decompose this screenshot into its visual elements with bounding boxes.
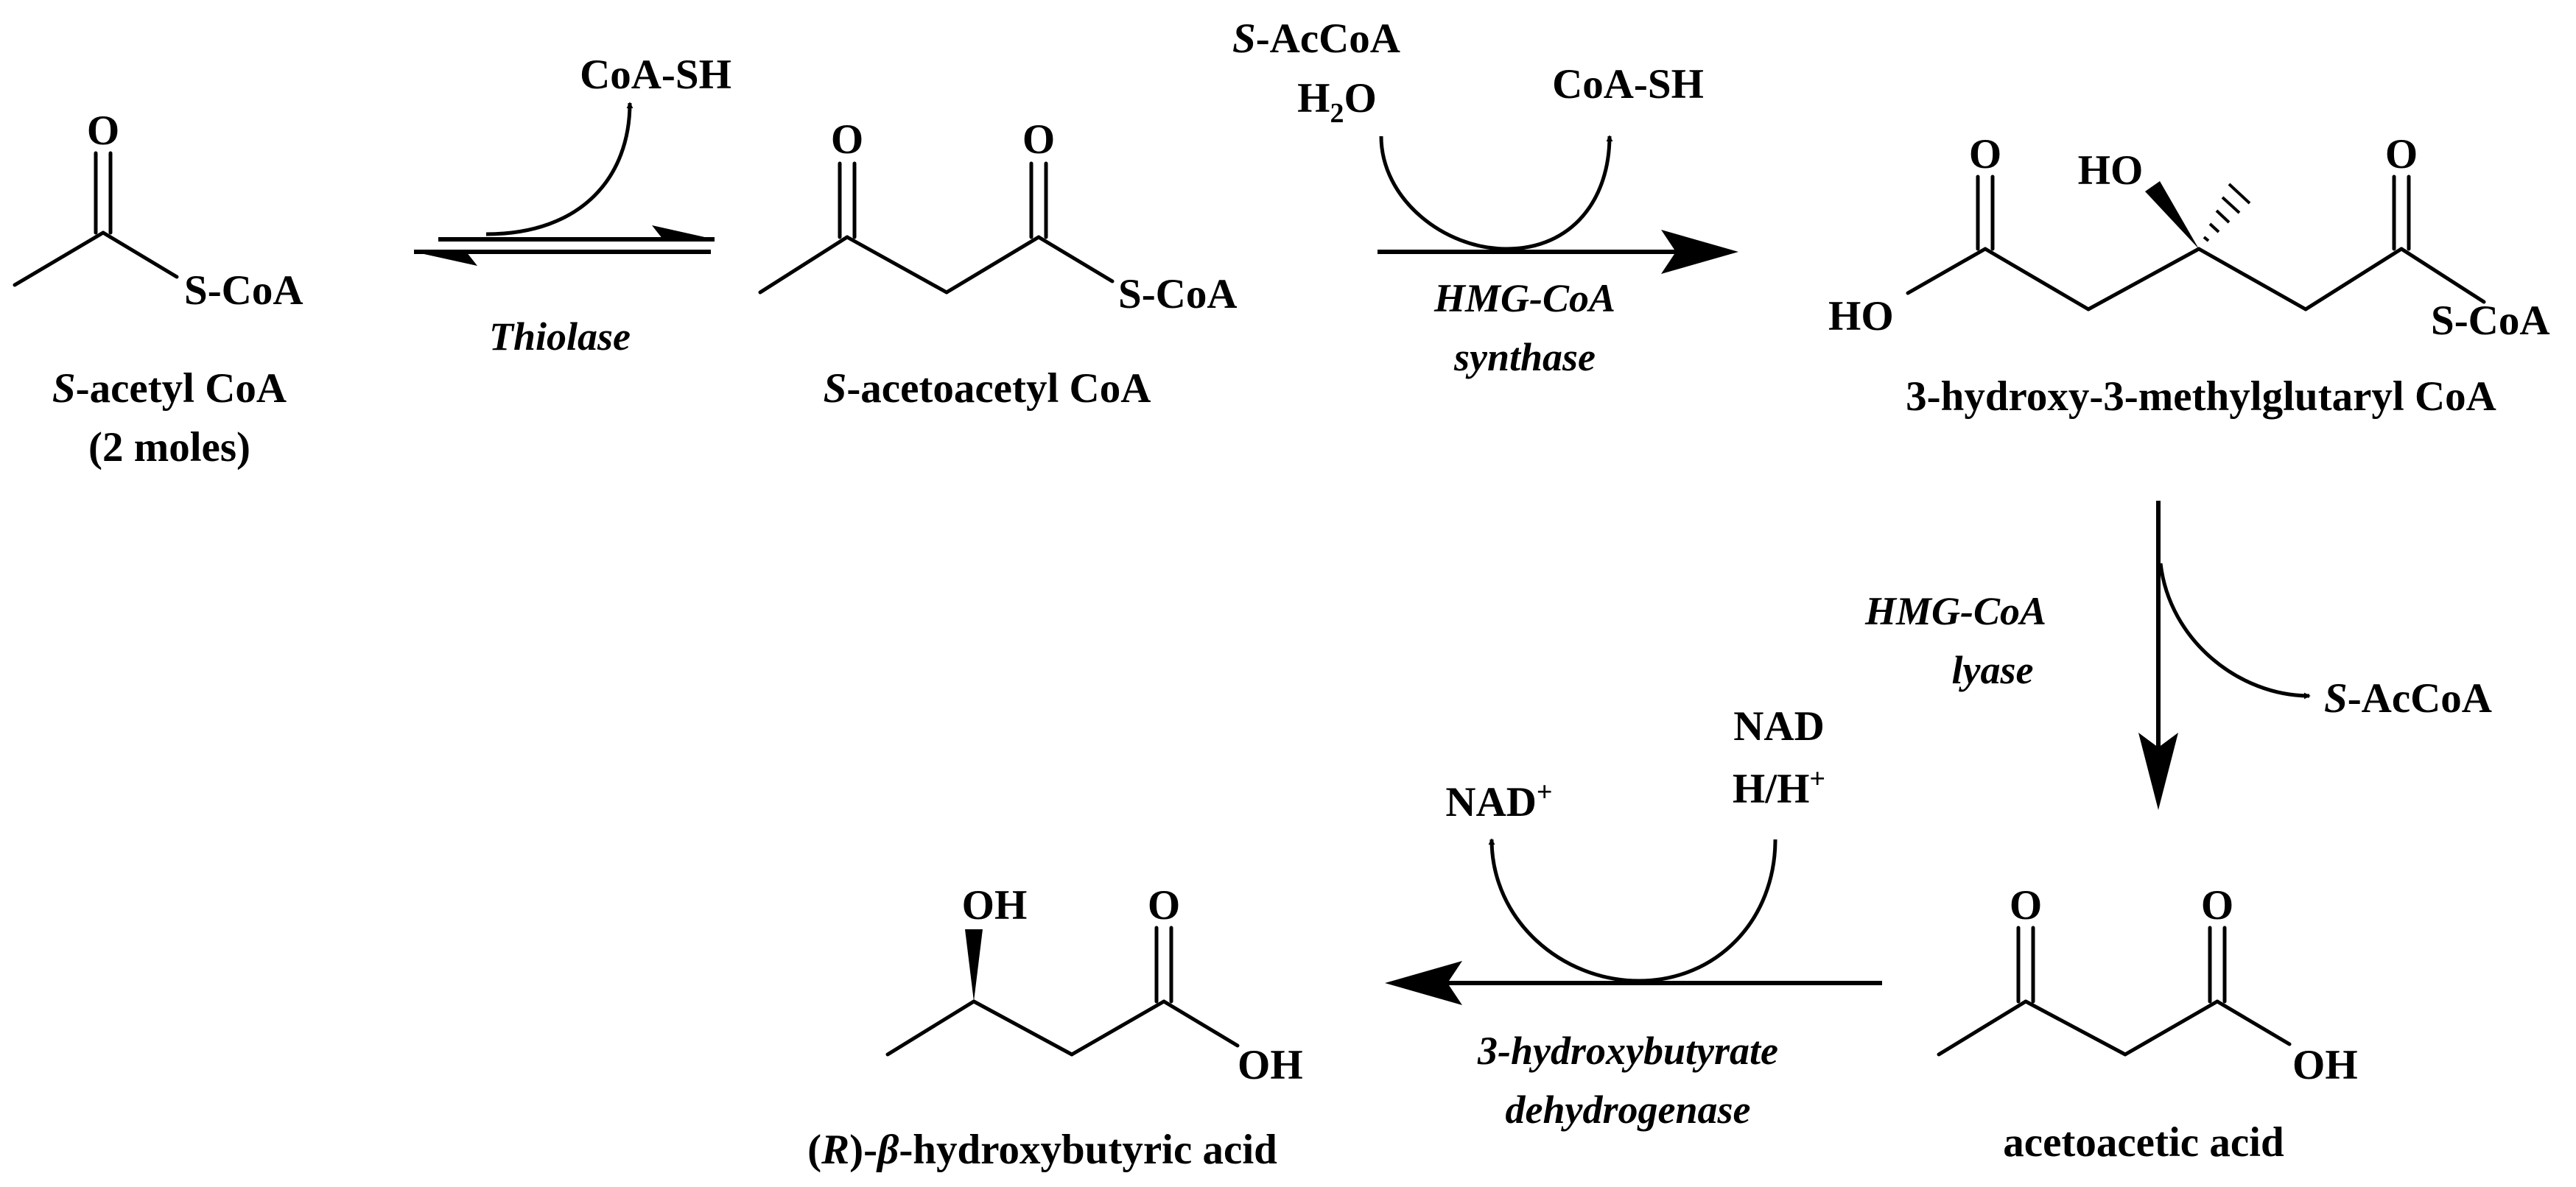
lyase-enzyme-line1: HMG-CoA: [1864, 589, 2046, 633]
hmg-acid-hydroxyl: HO: [1828, 293, 1894, 339]
dehydrogenase-enzyme-line1: 3-hydroxybutyrate: [1477, 1029, 1778, 1073]
hmg-coa-structure: O HO HO O S-CoA: [1828, 131, 2550, 344]
bond: [1162, 999, 1240, 1048]
bond: [2303, 247, 2404, 311]
hmg-acyl-oxygen: O: [2385, 131, 2418, 177]
acetoacetic-acid-name: acetoacetic acid: [2003, 1119, 2284, 1166]
acetyl-coa-oxygen: O: [87, 108, 119, 154]
synthase-water-input: H2O: [1297, 75, 1377, 129]
lyase-side-curve: [2158, 563, 2311, 700]
dehydrogenase-arrow: [1385, 838, 1882, 1005]
bond: [944, 235, 1041, 295]
hydroxybutyric-hydroxyl: OH: [962, 882, 1028, 929]
bond: [2024, 999, 2127, 1057]
bond: [2197, 247, 2308, 311]
hashed-bond-methyl: [2203, 183, 2251, 242]
hmg-lyase-arrow: [2138, 501, 2311, 810]
acetoacetyl-acyl-oxygen: O: [1022, 116, 1055, 163]
lyase-enzyme-line2: lyase: [1952, 648, 2034, 692]
dehydrogenase-arrowhead: [1385, 961, 1462, 1005]
synthase-enzyme-line1: HMG-CoA: [1433, 276, 1615, 320]
hydroxybutyric-acid-oxygen: O: [1148, 882, 1180, 929]
bond: [845, 235, 949, 295]
bond: [885, 999, 976, 1057]
hydroxybutyric-acid-hydroxyl: OH: [1238, 1042, 1303, 1088]
acetoacetic-acid-hydroxyl: OH: [2292, 1042, 2358, 1088]
thiolase-equilibrium-arrow: [414, 102, 715, 266]
synthase-enzyme-line2: synthase: [1453, 335, 1596, 379]
synthase-coa-sh-release: CoA-SH: [1552, 61, 1704, 108]
bond: [101, 230, 179, 279]
coa-sh-release-curve: [485, 102, 634, 236]
hmg-coa-name: 3-hydroxy-3-methylglutaryl CoA: [1906, 373, 2496, 420]
bond: [2123, 999, 2219, 1057]
bond: [2399, 247, 2486, 304]
hydroxybutyric-acid-structure: OH O OH: [885, 882, 1303, 1088]
bond: [1937, 999, 2028, 1057]
reverse-half-arrowhead: [414, 252, 477, 266]
acetoacetic-ketone-oxygen: O: [2010, 882, 2042, 929]
bond: [1036, 235, 1115, 283]
hmg-tertiary-hydroxyl: HO: [2078, 147, 2144, 194]
bond: [758, 235, 849, 295]
bond: [1983, 247, 2091, 311]
thiolase-coa-sh-label: CoA-SH: [580, 52, 731, 98]
bond: [1906, 247, 1987, 295]
wedge-bond-oh: [2145, 181, 2199, 249]
acetyl-coa-structure: O S-CoA: [13, 108, 303, 314]
dehydrogenase-side-curve: [1488, 838, 1777, 983]
lyase-arrowhead: [2138, 733, 2178, 810]
dehydrogenase-nad-output: NAD+: [1445, 777, 1552, 825]
acetyl-coa-thioester: S-CoA: [184, 267, 303, 314]
acetoacetyl-thioester: S-CoA: [1118, 271, 1238, 317]
synthase-side-curve: [1379, 135, 1613, 251]
bond: [2086, 247, 2201, 311]
lyase-acetyl-release: S-AcCoA: [2324, 675, 2492, 722]
hmg-acid-oxygen: O: [1969, 131, 2001, 177]
bond: [13, 230, 105, 287]
forward-half-arrowhead: [652, 225, 715, 239]
bond: [1070, 999, 1166, 1057]
acetyl-coa-name: S-acetyl CoA: [52, 365, 287, 412]
bond: [2215, 999, 2292, 1046]
hmg-thioester: S-CoA: [2431, 297, 2550, 344]
dehydrogenase-nadh-line2: H/H+: [1733, 764, 1825, 812]
hydroxybutyric-acid-name: (R)-β-hydroxybutyric acid: [807, 1127, 1277, 1173]
acetoacetyl-coa-name: S-acetoacetyl CoA: [824, 365, 1151, 412]
dehydrogenase-enzyme-line2: dehydrogenase: [1506, 1088, 1751, 1132]
acetoacetic-acid-oxygen: O: [2201, 882, 2233, 929]
acetoacetic-acid-structure: O O OH: [1937, 882, 2358, 1088]
thiolase-enzyme-label: Thiolase: [489, 314, 631, 359]
dehydrogenase-nadh-line1: NAD: [1733, 703, 1825, 750]
wedge-bond-oh: [965, 929, 983, 1001]
bond: [972, 999, 1074, 1057]
synthase-arrowhead: [1661, 230, 1738, 274]
acetoacetyl-coa-structure: O O S-CoA: [758, 116, 1238, 317]
synthase-acetyl-input: S-AcCoA: [1232, 15, 1400, 62]
hmg-synthase-arrow: [1378, 135, 1738, 274]
acetoacetyl-ketone-oxygen: O: [831, 116, 863, 163]
acetyl-coa-note: (2 moles): [88, 424, 250, 471]
